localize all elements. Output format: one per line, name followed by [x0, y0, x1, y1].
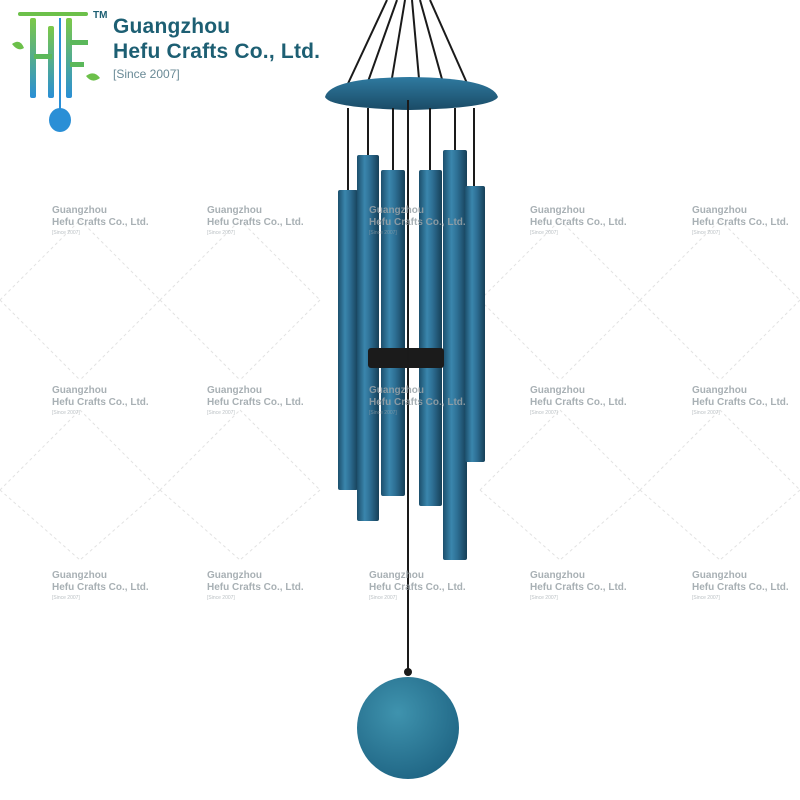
brand-line1: Guangzhou [113, 15, 231, 38]
brand-line2: Hefu Crafts Co., Ltd. [113, 40, 321, 63]
wind-sail-disc [357, 677, 459, 779]
brand-since: [Since 2007] [113, 67, 180, 81]
tubes [338, 150, 485, 560]
chime-top-disc [325, 77, 498, 110]
striker [368, 348, 444, 368]
brand-logo-icon [12, 12, 100, 132]
hanging-cords [344, 0, 471, 91]
tube-strings [347, 108, 475, 192]
trademark-mark: TM [93, 10, 108, 21]
brand-name: Guangzhou Hefu Crafts Co., Ltd. [Since 2… [113, 14, 320, 81]
